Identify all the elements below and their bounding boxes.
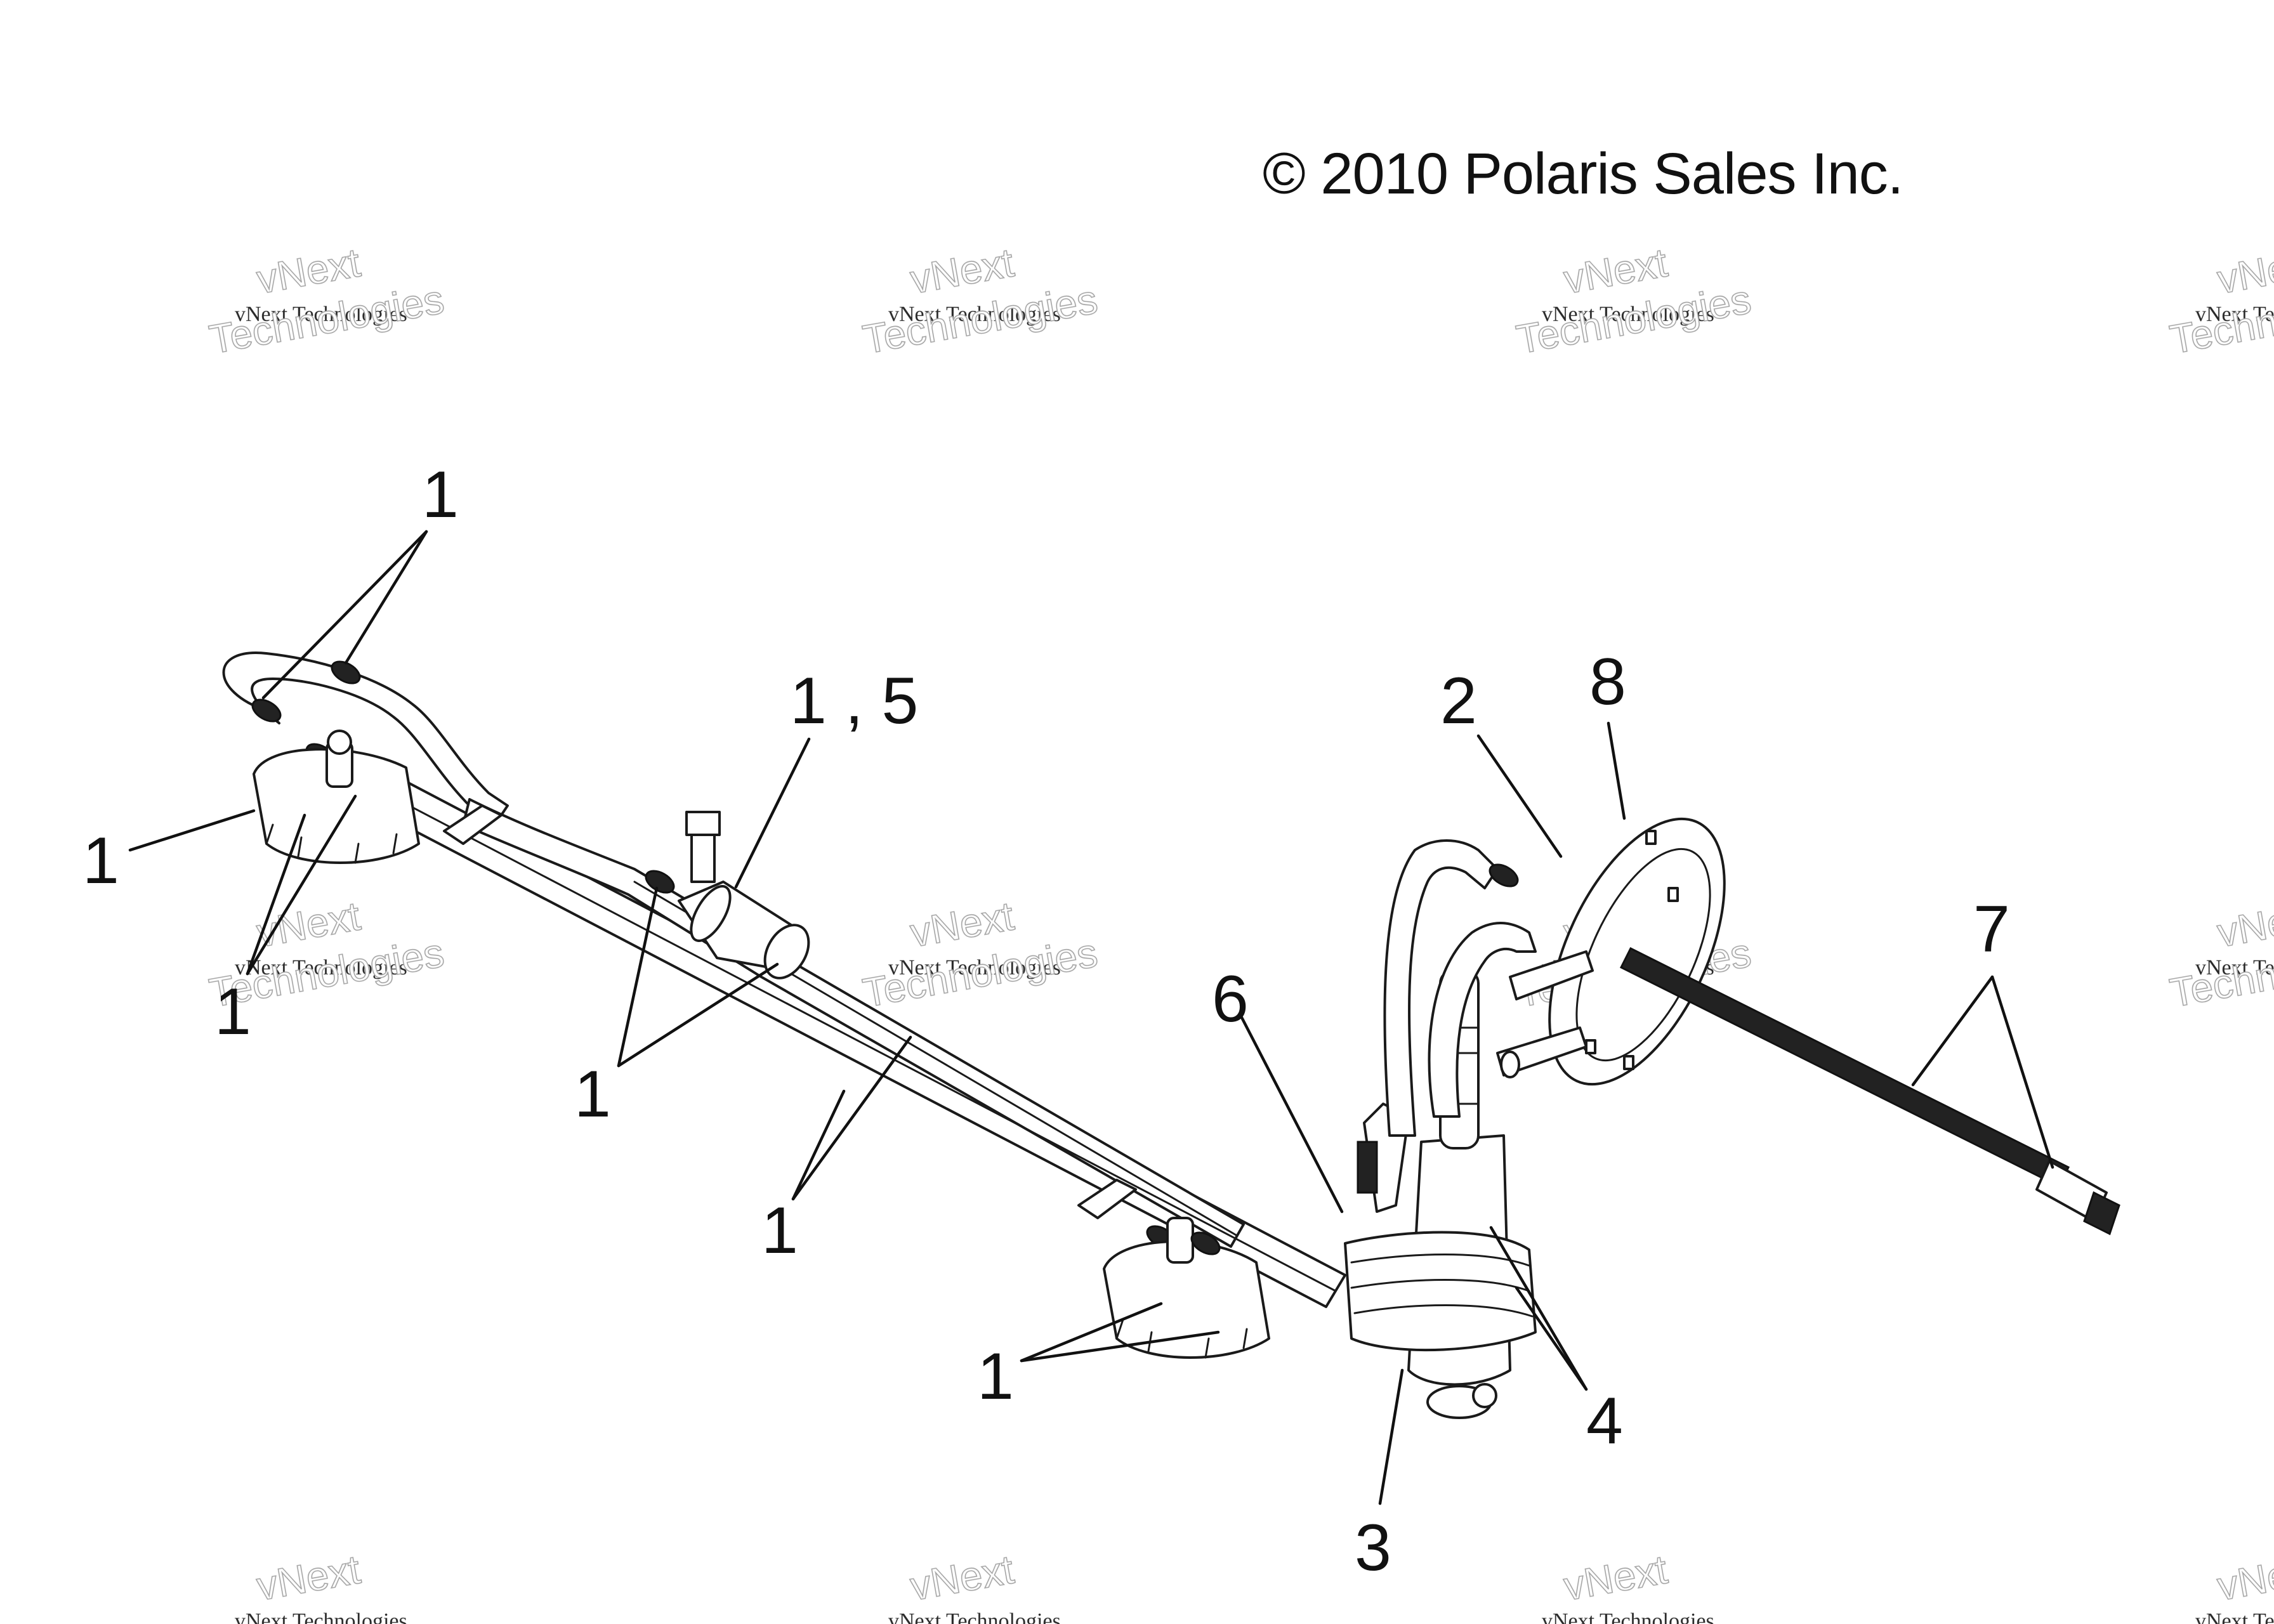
harness-cable	[1619, 946, 2070, 1188]
watermark-text: vNext	[2214, 239, 2274, 302]
leader-line	[1607, 721, 1626, 820]
left-fuel-pickup	[253, 730, 420, 864]
watermark: vNext vNext Technologies Technologies	[859, 893, 1101, 1016]
pickup-fitting	[1166, 1217, 1194, 1264]
leader-line	[617, 962, 779, 1068]
leader-line	[261, 530, 428, 700]
callout-label: 1	[422, 458, 459, 532]
flange-nipple-end	[1500, 1051, 1520, 1078]
callout-label: 1	[977, 1340, 1014, 1413]
leader-line	[791, 1035, 912, 1201]
watermark: vNext vNext Technologies	[2195, 1546, 2274, 1624]
flange-bolt	[1623, 1055, 1634, 1070]
watermark: vNext vNext Technologies Technologies	[206, 239, 448, 363]
flange-bolt	[1645, 830, 1657, 845]
leader-line	[791, 1089, 846, 1201]
watermark-text: vNext Technologies	[1542, 303, 1714, 326]
pickup-slots	[265, 823, 398, 864]
sender-float	[1357, 1141, 1378, 1194]
harness-connector-end	[2083, 1191, 2120, 1236]
inline-fuel-filter	[678, 811, 810, 979]
callout-labels: 1 1 1 1 , 5 1 1 1 2 8 6 7 4 3	[82, 458, 2010, 1585]
leader-line	[1239, 1013, 1344, 1214]
pickup-body	[1103, 1240, 1270, 1359]
flange-hose	[1428, 922, 1537, 1118]
pump-port	[1472, 1383, 1497, 1408]
callout-label: 1	[82, 824, 119, 898]
callout-label: 1	[214, 975, 251, 1049]
leader-line	[1476, 734, 1563, 858]
watermark-text: vNext Technologies	[888, 956, 1061, 979]
leader-line	[1020, 1330, 1220, 1363]
flange-nipple	[1509, 950, 1594, 1000]
flange-bolt	[1585, 1039, 1596, 1054]
callout-label: 3	[1355, 1511, 1391, 1585]
watermark: vNext vNext Technologies Technologies	[1513, 239, 1755, 363]
strap-clip	[443, 804, 503, 845]
lower-fuel-pickup	[1103, 1217, 1270, 1359]
leader-lines	[128, 530, 2054, 1505]
watermark-text: vNext Technologies	[888, 303, 1061, 326]
leader-line	[344, 530, 428, 665]
flange-hose	[1383, 839, 1499, 1137]
filter-sensor-head	[685, 811, 721, 836]
leader-line	[1020, 1302, 1163, 1363]
watermark-text: vNext Technologies	[2195, 1609, 2274, 1624]
hose-clamp	[331, 660, 361, 684]
leader-line	[1990, 975, 2054, 1169]
watermark: vNext vNext Technologies Technologies	[859, 239, 1101, 363]
callout-label: 2	[1440, 664, 1477, 738]
leader-line	[1378, 1368, 1404, 1505]
tube-seam	[341, 769, 1337, 1292]
watermark: vNext vNext Technologies	[888, 1546, 1061, 1624]
leader-line	[617, 886, 659, 1068]
watermark-text: vNext Technologies	[1542, 1609, 1714, 1624]
leader-line	[128, 809, 256, 852]
callout-label: 1 , 5	[790, 664, 918, 738]
watermark: vNext vNext Technologies Technologies	[2166, 239, 2274, 363]
leader-line	[734, 737, 811, 889]
watermark-text: vNext Technologies	[235, 1609, 407, 1624]
watermark: vNext vNext Technologies Technologies	[2166, 893, 2274, 1016]
copyright-notice: © 2010 Polaris Sales Inc.	[1263, 141, 1903, 206]
watermark-text: vNext Technologies	[2195, 303, 2274, 326]
leader-line	[1489, 1226, 1588, 1391]
watermark-text: vNext Technologies	[235, 956, 407, 979]
return-tube	[462, 798, 1245, 1248]
watermark-text: vNext	[907, 1546, 1017, 1609]
hose-clamp	[251, 698, 282, 723]
hose-clamp	[1489, 863, 1519, 887]
filter-band	[690, 885, 732, 942]
watermarks: vNext vNext Technologies Technologies vN…	[206, 239, 2274, 1624]
watermark-text: vNext Technologies	[235, 303, 407, 326]
callout-label: 7	[1973, 893, 2010, 966]
callout-label: 1	[574, 1058, 611, 1131]
watermark-text: vNext	[253, 1546, 364, 1609]
wire-harness	[1619, 946, 2120, 1236]
hose-clamp	[1190, 1231, 1221, 1255]
pickup-body	[253, 748, 420, 864]
callout-label: 4	[1586, 1384, 1623, 1458]
leader-line	[1911, 975, 1994, 1087]
watermark: vNext vNext Technologies	[1542, 1546, 1714, 1624]
leader-line	[1515, 1286, 1588, 1391]
flange-inner	[1575, 848, 1711, 1062]
fuel-pump-assembly	[1344, 839, 1537, 1419]
callout-label: 8	[1589, 645, 1626, 719]
leader-line	[246, 794, 357, 976]
watermark: vNext vNext Technologies	[235, 1546, 407, 1624]
callout-label: 6	[1212, 962, 1249, 1036]
leader-line	[246, 813, 306, 976]
callout-label: 1	[761, 1194, 798, 1267]
watermark-text: vNext	[1560, 1546, 1671, 1609]
watermark-text: vNext Technologies	[888, 1609, 1061, 1624]
pickup-fitting-cap	[327, 730, 352, 755]
strap-clip	[1077, 1179, 1137, 1219]
pump-bracket	[1344, 1231, 1537, 1352]
flange-bolt	[1667, 887, 1679, 902]
watermark-text: vNext	[2214, 893, 2274, 955]
watermark-text: vNext	[2214, 1546, 2274, 1609]
watermark-text: vNext Technologies	[2195, 956, 2274, 979]
